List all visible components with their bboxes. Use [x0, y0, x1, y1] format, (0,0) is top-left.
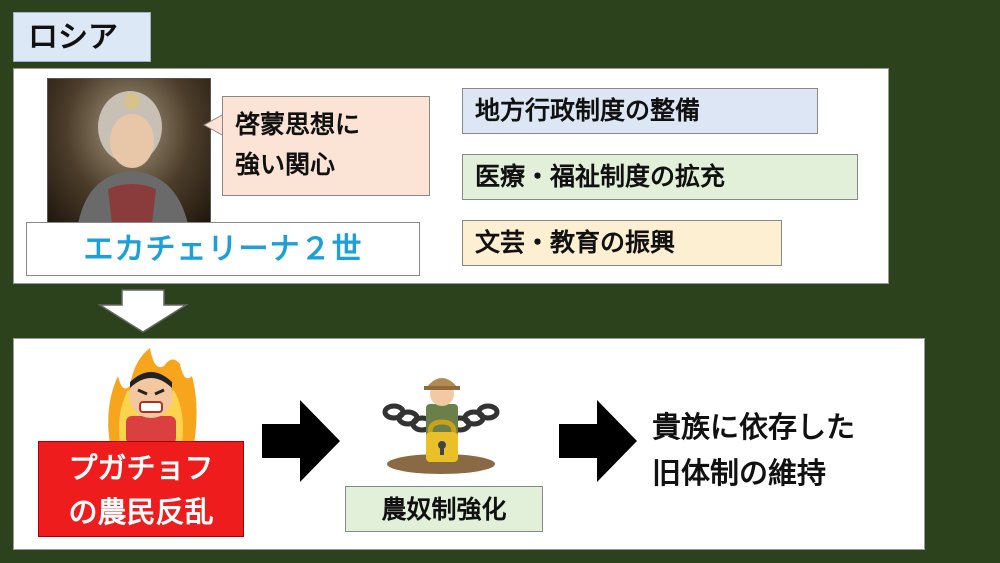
result-text: 貴族に依存した 旧体制の維持 [652, 404, 912, 496]
peasant-revolt: プガチョフ の農民反乱 [38, 441, 244, 537]
portrait-image [47, 78, 211, 223]
down-arrow-icon [97, 289, 189, 333]
ruler-name: エカチェリーナ２世 [26, 222, 420, 276]
right-arrow-icon [559, 400, 637, 482]
policy-welfare: 医療・福祉制度の拡充 [462, 154, 858, 200]
speech-bubble: 啓蒙思想に 強い関心 [222, 96, 430, 196]
right-arrow-icon [262, 400, 340, 482]
angry-person-icon [100, 346, 202, 444]
result-line-1: 貴族に依存した [652, 410, 856, 444]
speech-line-1: 啓蒙思想に [235, 110, 361, 139]
speech-line-2: 強い関心 [235, 150, 336, 179]
revolt-line-1: プガチョフ [68, 451, 214, 485]
chained-worker-icon [382, 366, 500, 476]
result-line-2: 旧体制の維持 [652, 456, 827, 490]
policy-culture: 文芸・教育の振興 [462, 220, 782, 266]
revolt-line-2: の農民反乱 [68, 495, 214, 529]
serfdom-strengthened: 農奴制強化 [345, 486, 543, 532]
policy-admin: 地方行政制度の整備 [462, 88, 818, 134]
page-title: ロシア [13, 12, 151, 62]
